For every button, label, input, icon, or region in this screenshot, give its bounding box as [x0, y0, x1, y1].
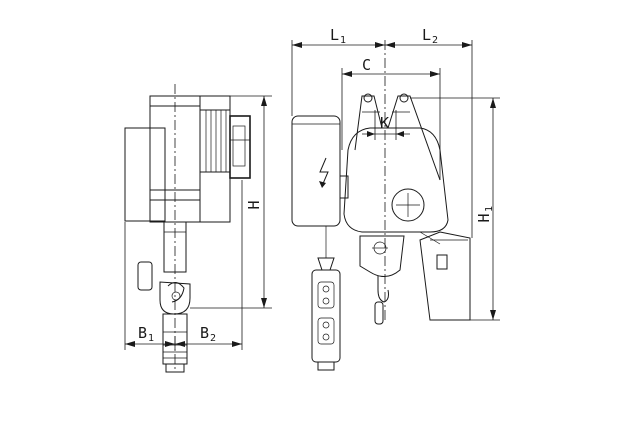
- dimension-label-b2: B: [200, 324, 209, 342]
- dimension-label-b2-sub: 2: [210, 333, 216, 344]
- dimension-label-k: K: [380, 114, 389, 132]
- dimension-label-h1: H: [475, 213, 493, 222]
- dimension-label-l1-sub: 1: [340, 35, 346, 46]
- dimension-label-l1: L: [330, 26, 339, 44]
- dimension-label-h1-sub: 1: [484, 206, 495, 212]
- front-view: L 1 L 2 C K H 1: [291, 26, 500, 371]
- dimension-label-l2-sub: 2: [432, 35, 438, 46]
- dimension-label-h: H: [245, 200, 263, 209]
- dimension-label-b1: B: [138, 324, 147, 342]
- dimension-label-b1-sub: 1: [148, 333, 154, 344]
- dimension-label-c: C: [362, 56, 371, 74]
- side-view: H B 1 B 2: [124, 84, 272, 373]
- dimension-label-l2: L: [422, 26, 431, 44]
